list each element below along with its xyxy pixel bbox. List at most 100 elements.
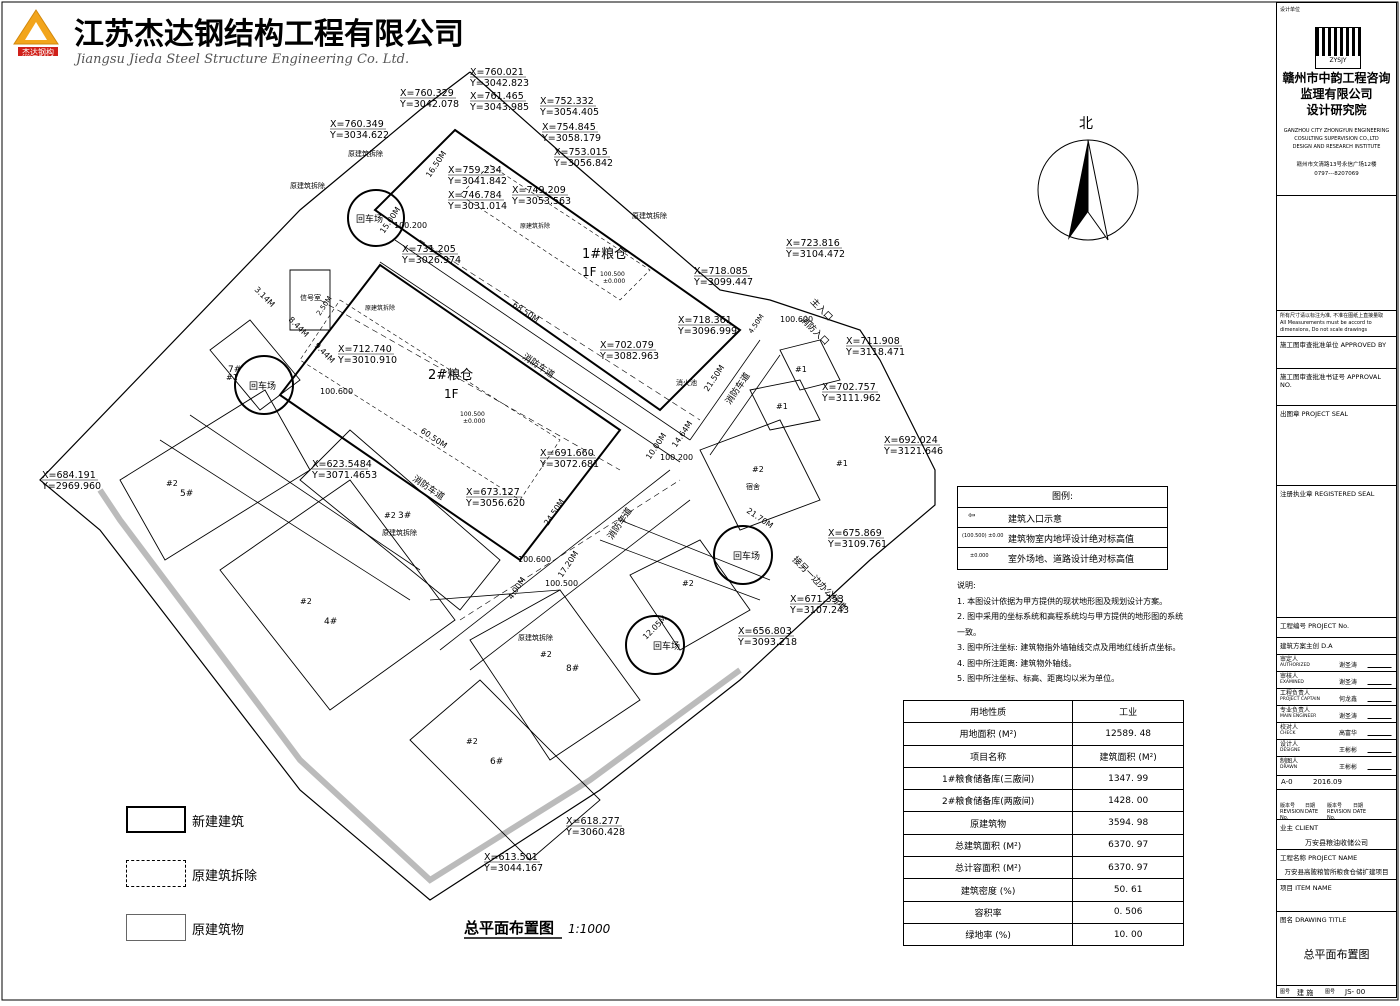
granary1-elev: 100.500	[600, 271, 625, 278]
registered-seal: 注册执业章 REGISTERED SEAL	[1277, 485, 1396, 617]
firm-logo: ZYSJY	[1315, 27, 1361, 69]
stats-value: 10. 00	[1072, 922, 1184, 947]
signer-name: 王彬彬	[1339, 747, 1358, 754]
dim-7: 14.64M	[670, 419, 694, 449]
coord-y-6: Y=3058.179	[541, 133, 601, 144]
approved-by: 施工图审查批准单位 APPROVED BY	[1277, 336, 1396, 368]
dim-15: 3.14M	[253, 285, 277, 309]
drawing-no-label: 图号	[1325, 989, 1336, 995]
rev-header-3: 版本号 REVISION No.	[1327, 803, 1351, 821]
turnaround-label-1: 回车场	[356, 213, 383, 225]
signature-mark	[1367, 659, 1395, 668]
firm-address: 赣州市文清路13号永信广场12楼 0797---8207069	[1277, 161, 1396, 179]
road-network	[159, 239, 781, 671]
firm-name-1: 赣州市中韵工程咨询	[1282, 71, 1391, 85]
signer-name: 王彬彬	[1339, 764, 1358, 771]
client-label: 业主 CLIENT	[1280, 824, 1319, 832]
bldg-6-num: 6#	[490, 757, 503, 767]
granary2-elev-floor: ±0.000	[463, 418, 485, 425]
coord-x-12: X=723.816	[786, 238, 840, 249]
coord-x-25: X=671.353	[790, 594, 844, 605]
stats-label: 用地面积 (M²)	[902, 722, 1074, 746]
dim-10: 4.00M	[506, 576, 527, 602]
outdoor-elev-icon: ±0.000	[970, 553, 989, 559]
dim-17: 4.50M	[747, 313, 766, 335]
coord-x-5: X=752.332	[540, 96, 594, 107]
stats-label: 容积率	[902, 900, 1074, 924]
bldg-4-tag: #2	[300, 597, 312, 606]
old-demolish-label-2: 原建筑拆除	[632, 211, 667, 220]
signer-name: 何龙鑫	[1339, 696, 1358, 703]
stats-value: 建筑面积 (M²)	[1072, 744, 1184, 768]
project-row: 工程名称 PROJECT NAME 万安县高陂粮管所粮食仓储扩建项目	[1277, 849, 1396, 879]
firm-name-en: GANZHOU CITY ZHONGYUN ENGINEERING COSULT…	[1277, 127, 1396, 151]
stats-value: 0. 506	[1072, 900, 1184, 924]
drawing-no-row: 图号 建 施 图号 JS- 00	[1277, 985, 1396, 999]
company-name-cn: 江苏杰达钢结构工程有限公司	[74, 17, 464, 52]
tb-drawing-title: 总平面布置图	[1303, 948, 1370, 961]
coord-y-11: Y=3026.974	[401, 255, 461, 266]
bldg-3-num: 3#	[398, 511, 411, 521]
dim-5: 21.50M	[702, 363, 726, 393]
signer-role: 专业负责人	[1280, 707, 1311, 714]
coord-y-18: Y=3111.962	[821, 393, 881, 404]
coord-y-15: Y=3010.910	[337, 355, 397, 366]
phone: 0797---8207069	[1314, 171, 1359, 177]
logo-text: 杰达钢构	[22, 47, 54, 57]
legend-text-1: 建筑入口示意	[1008, 515, 1063, 525]
rev-header-1: 版本号 REVISION No.	[1280, 803, 1304, 821]
drawing-scale: 1:1000	[568, 922, 611, 936]
coord-y-9: Y=3053.563	[511, 196, 571, 207]
signer-role: 制图人	[1280, 758, 1299, 765]
bldg-e-tag: #1	[836, 459, 848, 468]
drawing-title-label: 图名 DRAWING TITLE	[1280, 916, 1347, 924]
rev-header-4: 日期 DATE	[1353, 803, 1367, 815]
drawing-no: JS- 00	[1345, 988, 1366, 996]
coord-x-21: X=684.191	[42, 470, 96, 481]
coord-y-23: Y=3056.620	[465, 498, 525, 509]
coord-y-1: Y=3042.823	[469, 78, 529, 89]
turnaround-label-3: 回车场	[733, 550, 760, 562]
dim-1: 16.50M	[424, 149, 448, 179]
coord-x-28: X=613.501	[484, 852, 538, 863]
bldg-4-num: 4#	[324, 617, 337, 627]
client-row: 业主 CLIENT 万安县粮油收储公司	[1277, 819, 1396, 849]
signer-role: 设计人	[1280, 741, 1299, 748]
coord-y-12: Y=3104.472	[785, 249, 845, 260]
signature-mark	[1367, 727, 1395, 736]
coord-y-7: Y=3056.842	[553, 158, 613, 169]
revision-headers: 版本号 REVISION No. 日期 DATE 版本号 REVISION No…	[1277, 789, 1396, 821]
signer-role-en: MAIN ENGINEER	[1280, 714, 1317, 719]
signature-mark	[1367, 710, 1395, 719]
granary1-old-outline	[459, 164, 651, 301]
firm-name-3: 设计研究院	[1306, 103, 1367, 117]
stats-row: 绿地率 (%)10. 00	[902, 922, 1184, 947]
elev-mark-5: 100.600	[518, 555, 551, 564]
notes-block: 说明: 1. 本图设计依据为甲方提供的现状地形图及规划设计方案。 2. 图中采用…	[957, 578, 1187, 687]
coord-y-20: Y=3072.681	[539, 459, 599, 470]
drawing-title: 总平面布置图	[464, 919, 554, 937]
project-name: 万安县高陂粮管所粮食仓储扩建项目	[1284, 868, 1389, 876]
coord-y-13: Y=3099.447	[693, 277, 753, 288]
title-block: 设计单位 ZYSJY 赣州市中韵工程咨询 监理有限公司 设计研究院 GANZHO…	[1276, 2, 1397, 998]
stats-row: 项目名称建筑面积 (M²)	[902, 744, 1184, 768]
note-cn: 所有尺寸请以标注为准, 不准在图纸上直接量取	[1280, 313, 1384, 319]
old-demolish-label-4: 原建筑拆除	[518, 633, 553, 642]
stats-row: 用地性质工业	[902, 699, 1184, 724]
signature-mark	[1367, 676, 1395, 685]
coord-y-8: Y=3041.842	[447, 176, 507, 187]
revision-row: A-0 2016.09	[1277, 775, 1396, 789]
signer-role: 审核人	[1280, 673, 1299, 680]
stats-value: 50. 61	[1072, 878, 1184, 902]
note-en: All Measurements must be accord to dimen…	[1280, 320, 1372, 333]
fire-lane-label-4: 消防车道	[605, 505, 635, 542]
signer-name: 谢圣涛	[1339, 662, 1358, 669]
firm-logo-text: ZYSJY	[1329, 57, 1347, 64]
old-demolish-label-7: 原建筑拆除	[365, 304, 395, 312]
bldg-6-tag: #2	[466, 737, 478, 746]
approval-no: 施工图审查批准书证号 APPROVAL NO.	[1277, 368, 1396, 405]
